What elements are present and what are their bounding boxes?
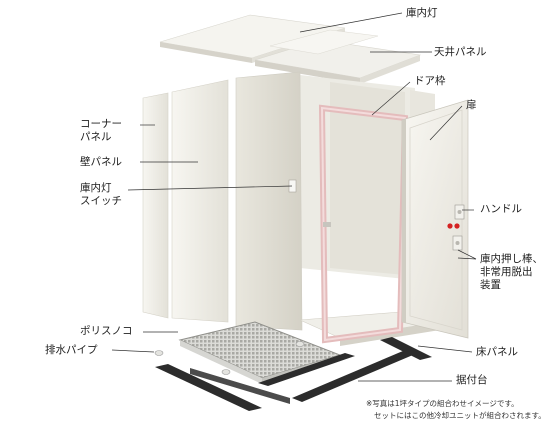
label-light-switch-line2: スイッチ xyxy=(80,195,122,207)
label-wall-panel: 壁パネル xyxy=(80,156,122,168)
footnote-line2: セットにはこの他冷却ユニットが組合わされます。 xyxy=(374,411,546,420)
label-push-rod-line2: 非常用脱出 xyxy=(480,266,533,278)
label-base-frame: 据付台 xyxy=(456,374,488,386)
drain-pipe xyxy=(154,341,305,375)
label-floor-panel: 床パネル xyxy=(476,346,518,358)
label-ceiling-panel: 天井パネル xyxy=(434,46,487,58)
base-frame xyxy=(155,337,432,411)
front-left-wall-panel xyxy=(235,71,303,331)
label-push-rod-line3: 装置 xyxy=(480,279,501,291)
label-drain-pipe: 排水パイプ xyxy=(45,344,98,356)
label-push-rod-line1: 庫内押し棒、 xyxy=(480,253,543,265)
label-ceiling-light: 庫内灯 xyxy=(406,7,438,19)
door-handle xyxy=(454,204,465,220)
label-light-switch-line1: 庫内灯 xyxy=(80,182,112,194)
label-corner-panel-line1: コーナー xyxy=(80,118,122,130)
back-wall-panels xyxy=(300,75,415,280)
label-poly-sunoko: ポリスノコ xyxy=(80,325,133,337)
corner-panel xyxy=(142,92,169,319)
ceiling-panel xyxy=(254,29,422,84)
label-corner-panel-line2: パネル xyxy=(80,131,112,143)
emergency-escape-device xyxy=(447,223,463,251)
label-handle: ハンドル xyxy=(480,203,522,215)
door xyxy=(401,99,469,339)
leader-lines xyxy=(111,12,477,382)
footnote-line1: ※写真は1坪タイプの組合わせイメージです。 xyxy=(366,399,519,408)
label-door-frame: ドア枠 xyxy=(414,75,446,87)
door-frame xyxy=(318,104,409,344)
wall-panel xyxy=(171,79,229,323)
label-door: 扉 xyxy=(466,99,477,111)
